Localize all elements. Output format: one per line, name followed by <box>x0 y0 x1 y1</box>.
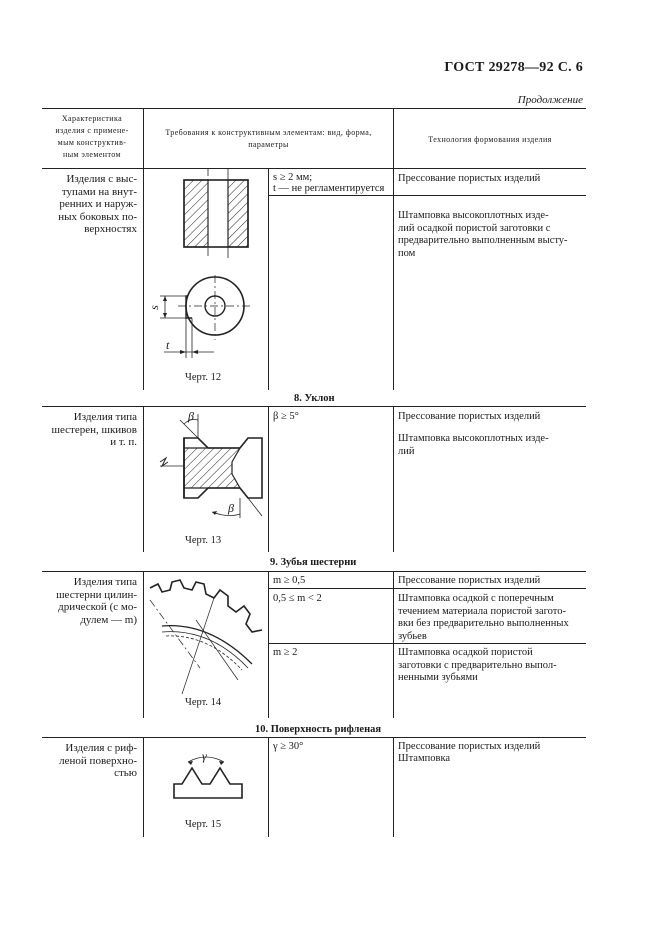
section-8-tech-pressing: Прессование пористых изделий <box>398 411 541 422</box>
row1-sub-border <box>268 195 586 196</box>
s10-col3-divider <box>393 737 394 837</box>
row1-tech-stamping: Штамповка высокоплотных изде-лий осадкой… <box>398 210 568 259</box>
section-10-tech-stamping: Штамповка <box>398 753 451 764</box>
s10-col2-divider <box>268 737 269 837</box>
section-10-title: 10. Поверхность рифленая <box>255 724 382 735</box>
section-10-border <box>42 737 586 738</box>
figure-13-label-beta-bottom: β <box>228 501 234 515</box>
s9-col2-divider <box>268 571 269 718</box>
row1-requirement-t: t — не регламентируется <box>273 183 385 194</box>
col3-header: Технология формования изделия <box>428 135 552 144</box>
row1-requirement-s: s ≥ 2 мм; <box>273 172 313 183</box>
section-9-requirement-3: m ≥ 2 <box>273 647 298 658</box>
page-header-title: ГОСТ 29278—92 С. 6 <box>444 60 583 75</box>
s8-col3-divider <box>393 406 394 552</box>
figure-14-caption: Черт. 14 <box>185 697 222 708</box>
figure-15-caption: Черт. 15 <box>185 819 222 830</box>
col2-header: Требования к конструктивным элементам: в… <box>165 128 372 149</box>
section-10-product-description: Изделия с риф-леной поверхно- стью <box>59 742 137 779</box>
section-9-border <box>42 571 586 572</box>
section-10-tech-pressing: Прессование пористых изделий <box>398 741 541 752</box>
s9-sub-border-1 <box>268 588 586 589</box>
req-divider-row1 <box>268 168 269 390</box>
figure-13-label-beta-top: β <box>188 409 194 423</box>
table-top-border <box>42 108 586 109</box>
table-header-border <box>42 168 586 169</box>
section-8-title: 8. Уклон <box>294 393 335 404</box>
section-9-requirement-2: 0,5 ≤ m < 2 <box>273 593 322 604</box>
section-9-title: 9. Зубья шестерни <box>270 557 357 568</box>
s9-sub-border-2 <box>268 643 586 644</box>
section-9-requirement-1: m ≥ 0,5 <box>273 575 306 586</box>
section-9-tech-pressing: Прессование пористых изделий <box>398 575 541 586</box>
section-10-requirement: γ ≥ 30° <box>273 741 304 752</box>
col1-divider <box>143 108 144 390</box>
s9-col3-divider <box>393 571 394 718</box>
s8-col1-divider <box>143 406 144 552</box>
s10-col1-divider <box>143 737 144 837</box>
s8-col2-divider <box>268 406 269 552</box>
s9-col1-divider <box>143 571 144 718</box>
section-8-requirement: β ≥ 5° <box>273 411 299 422</box>
figure-12-caption: Черт. 12 <box>185 372 222 383</box>
figure-13-caption: Черт. 13 <box>185 535 222 546</box>
row1-product-description: Изделия с выс-тупами на внут-ренних и на… <box>58 173 137 235</box>
figure-15-label-gamma: γ <box>202 749 207 763</box>
col2-divider <box>393 108 394 390</box>
section-8-tech-stamping: Штамповка высокоплотных изде-лий <box>398 433 549 457</box>
continuation-label: Продолжение <box>517 94 583 106</box>
row1-tech-pressing: Прессование пористых изделий <box>398 173 541 184</box>
section-8-border <box>42 406 586 407</box>
figure-12-label-t: t <box>166 338 170 352</box>
